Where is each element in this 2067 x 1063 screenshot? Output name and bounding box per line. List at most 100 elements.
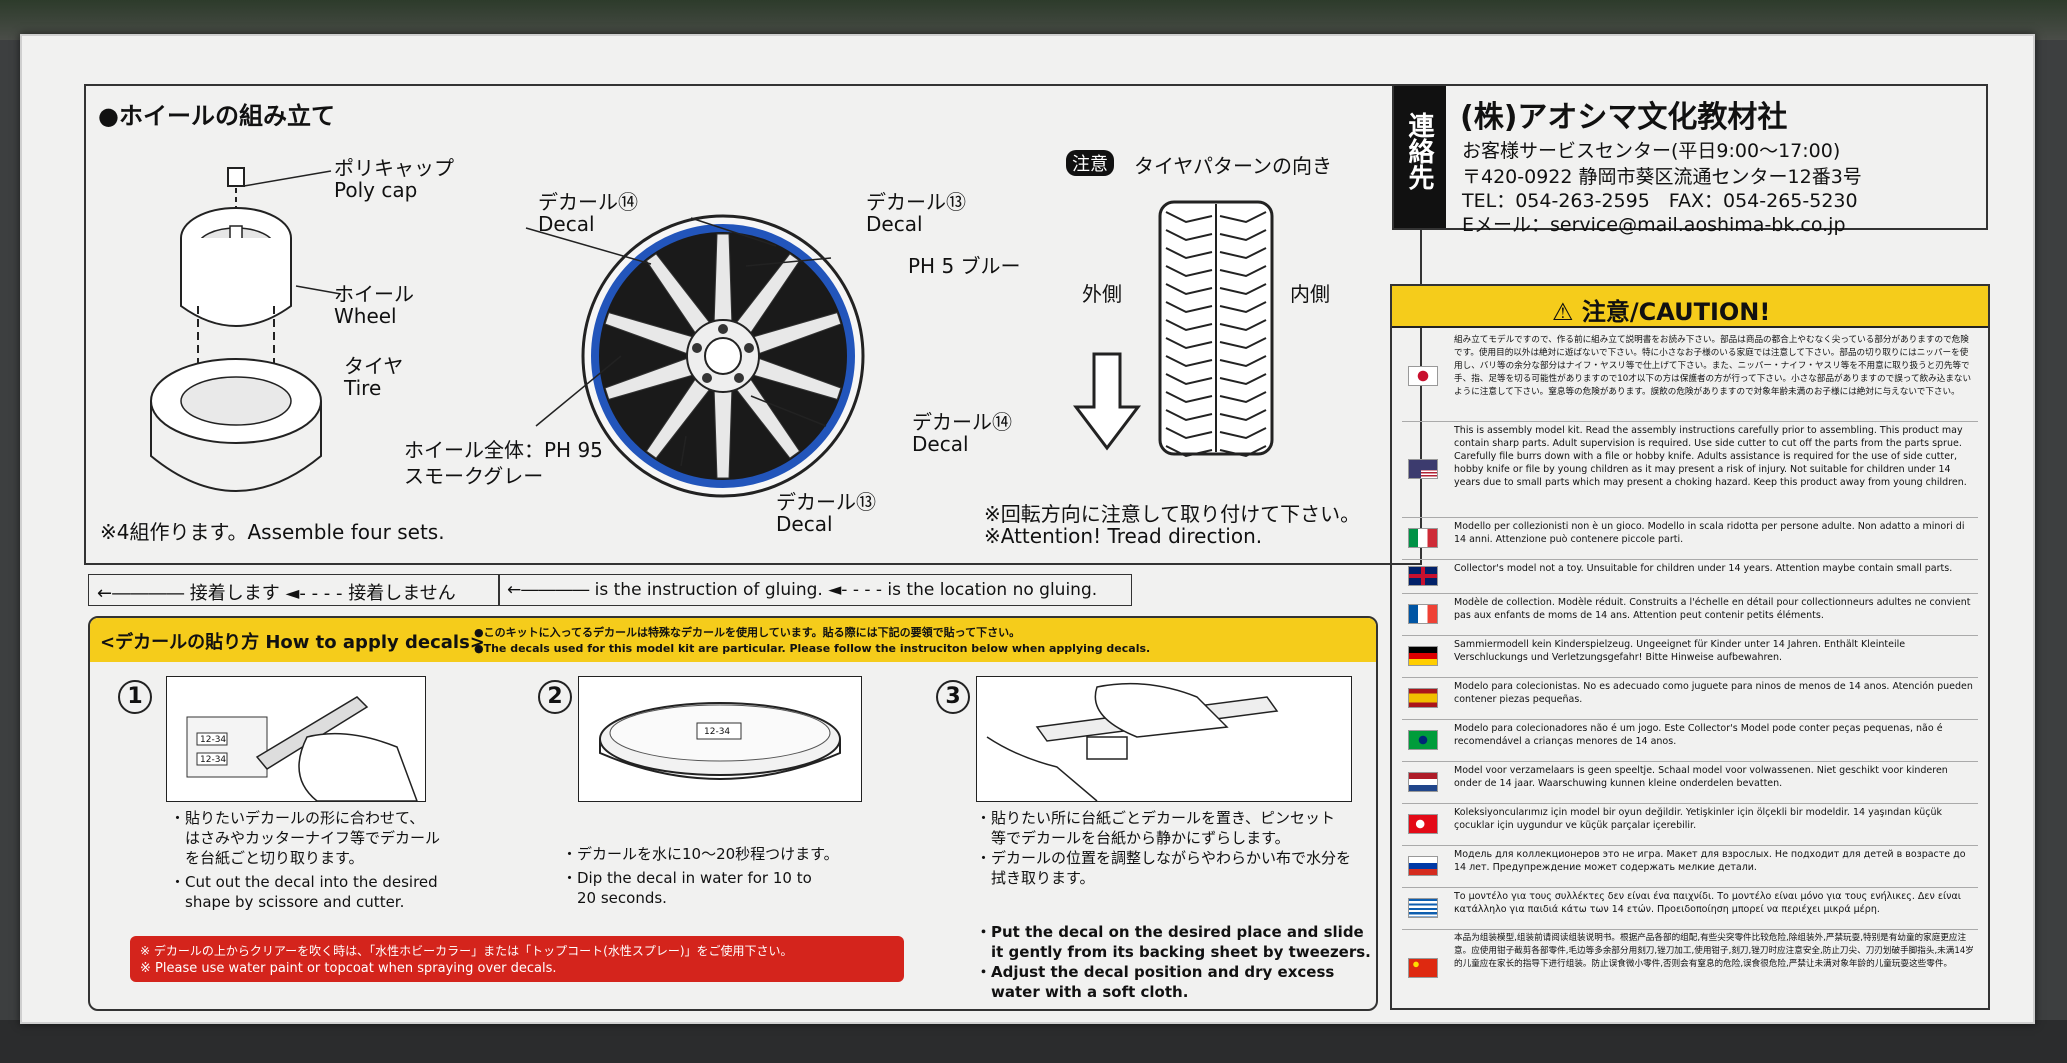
caution-divider [1402,803,1978,804]
flag-fr-icon [1408,604,1438,624]
caution-divider [1402,593,1978,594]
glue-legend-en-text: ←―――― is the instruction of gluing. ◄- -… [507,580,1098,600]
tread-groove [1219,445,1267,458]
step-3-number: 3 [936,680,970,714]
email: Eメール：service@mail.aoshima-bk.co.jp [1462,214,1846,236]
caution-text-jp: 組み立てモデルですので、作る前に組み立て説明書をお読み下さい。部品は商品の都合上… [1454,335,1972,397]
decal13-top-jp: デカール⑬ [866,190,966,214]
flag-jp-icon [1408,366,1438,386]
flag-br-icon [1408,730,1438,750]
flag-es-icon [1408,688,1438,708]
tread-groove [1219,427,1267,440]
flag-cn-icon [1408,958,1438,978]
polycap-label-en: Poly cap [334,178,418,202]
decal14-bottom-jp: デカール⑭ [912,410,1012,434]
tread-groove [1219,337,1267,350]
tread-groove [1165,427,1213,440]
tire-label-jp: タイヤ [344,354,404,378]
whole-wheel-label: ホイール全体：PH 95 [404,438,603,462]
tread-groove [1165,319,1213,332]
step-1-jp: ・貼りたいデカールの形に合わせて、 はさみやカッターナイフ等でデカール を台紙ご… [170,809,441,867]
tire-label-en: Tire [344,376,382,400]
polycap-label-jp: ポリキャップ [334,156,454,180]
polycap-leader-line [243,170,342,295]
decal-header-bar [90,618,1376,662]
caution-text-fr: Modèle de collection. Modèle réduit. Con… [1454,597,1971,621]
caution-text-es: Modelo para colecionistas. No es adecuad… [1454,681,1973,705]
flag-ru-icon [1408,856,1438,876]
tread-groove [1219,283,1267,296]
caution-text-de: Sammiermodell kein Kinderspielzeug. Unge… [1454,639,1906,663]
caution-divider [1402,719,1978,720]
rotation-note-jp: ※回転方向に注意して取り付けて下さい。 [984,502,1361,526]
caution-text-ru: Модель для коллекционеров это не игра. М… [1454,849,1966,873]
tread-groove [1219,265,1267,278]
flag-uk-icon [1408,566,1438,586]
decal-note-en: ●The decals used for this model kit are … [474,642,1151,655]
wheel-decal-diagram [581,214,865,498]
tread-groove [1219,211,1267,224]
tread-groove [1165,355,1213,368]
tel-fax: TEL：054-263-2595 FAX：054-265-5230 [1462,190,1858,212]
decal13-bottom-jp: デカール⑬ [776,490,876,514]
assembly-section: ●ホイールの組み立て ポリキャップ Poly cap ホイール Wheel タイ… [84,84,1422,565]
tread-groove [1165,391,1213,404]
caution-text-cn: 本品为组装模型,组装前请阅读组装说明书。根据产品各部的组配,有些尖突零件比较危险… [1454,933,1974,969]
tread-direction-arrow-icon [1072,352,1142,451]
spray-warning-box: ※ デカールの上からクリアーを吹く時は、「水性ホビーカラー」または「トップコート… [130,936,904,982]
tire-tread-pattern [1158,200,1274,458]
background-top [0,0,2067,40]
caution-divider [1402,887,1978,888]
step-2-jp: ・デカールを水に10～20秒程つけます。 [562,845,839,863]
step-1-code-a: 12-34 [200,735,227,745]
blue-paint-label: PH 5 ブルー [908,254,1021,278]
step-2-number: 2 [538,680,572,714]
caution-divider [1402,929,1978,930]
contact-side-label: 連絡先 [1404,112,1434,190]
caution-header-bar [1392,286,1988,328]
tread-groove [1219,355,1267,368]
flag-us-icon [1408,459,1438,479]
inside-label: 内側 [1290,282,1330,306]
flag-de-icon [1408,646,1438,666]
glue-legend-en: ←―――― is the instruction of gluing. ◄- -… [498,574,1132,606]
step-1-code-b: 12-34 [200,755,227,765]
tread-groove [1219,301,1267,314]
caution-divider [1402,517,1978,518]
glue-legend-jp-text: ←―――― 接着します ◄- - - - 接着しません [97,583,456,604]
caution-divider [1402,421,1978,422]
caution-section: ⚠ 注意/CAUTION! 組み立てモデルですので、作る前に組み立て説明書をお読… [1390,284,1990,1010]
four-sets-note: ※4組作ります。Assemble four sets. [100,520,445,544]
company-name: (株)アオシマ文化教材社 [1460,100,1788,135]
outside-label: 外側 [1082,282,1122,306]
decal-note-jp: ●このキットに入ってるデカールは特殊なデカールを使用しています。貼る際には下記の… [474,626,1021,639]
caution-divider [1402,845,1978,846]
tread-groove [1219,229,1267,242]
tire-pattern-title: タイヤパターンの向き [1134,154,1332,178]
caution-text-br: Modelo para colecionadores não é um jogo… [1454,723,1943,747]
caution-text-tr: Koleksiyoncularımız için model bir oyun … [1454,807,1942,831]
caution-text-gr: Το μοντέλο για τους συλλέκτες δεν είναι … [1454,891,1961,915]
caution-divider [1402,761,1978,762]
glue-legend-jp: ←―――― 接着します ◄- - - - 接着しません [88,574,500,606]
step-3-jp: ・貼りたい所に台紙ごとデカールを置き、ピンセット 等でデカールを台紙から静かにず… [976,809,1352,887]
decal13-top-en: Decal [866,212,923,236]
flag-gr-icon [1408,898,1438,918]
tread-groove [1165,409,1213,422]
tread-groove [1219,391,1267,404]
decal14-top-en: Decal [538,212,595,236]
tread-groove [1165,211,1213,224]
wheel-label-en: Wheel [334,304,397,328]
smoke-gray-label: スモークグレー [404,464,544,488]
assembly-title: ●ホイールの組み立て [98,102,335,130]
service-center: お客様サービスセンター(平日9:00～17:00) [1462,140,1841,162]
flag-nl-icon [1408,772,1438,792]
step-1-en: ・Cut out the decal into the desired shap… [170,873,438,911]
wheel-label-jp: ホイール [334,282,414,306]
step-3-illustration [976,676,1352,802]
decal-leader-lines [525,217,832,467]
flag-tr-icon [1408,814,1438,834]
tread-groove [1165,265,1213,278]
decal-instructions-section: <デカールの貼り方 How to apply decals> ●このキットに入っ… [88,616,1378,1011]
caution-divider [1402,677,1978,678]
